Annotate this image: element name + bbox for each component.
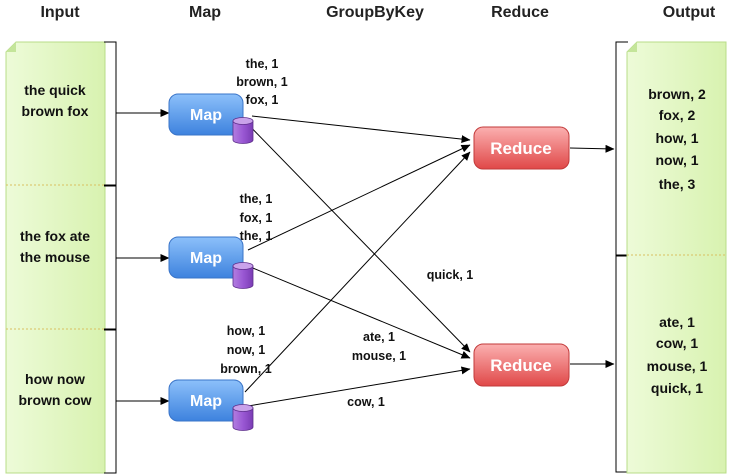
map-box-2-label: Map bbox=[190, 250, 222, 267]
input-document bbox=[5, 41, 106, 474]
output-2-line-2: cow, 1 bbox=[656, 335, 698, 351]
map2-kv-2: fox, 1 bbox=[240, 211, 273, 225]
arrow-map3-reduce1 bbox=[244, 151, 471, 393]
output-2-line-4: quick, 1 bbox=[651, 380, 703, 396]
header-output: Output bbox=[663, 4, 716, 21]
map1-kv-3: fox, 1 bbox=[246, 93, 279, 107]
map-box-2: Map bbox=[168, 236, 244, 279]
map1-kv-2: brown, 1 bbox=[236, 75, 287, 89]
output-2-line-3: mouse, 1 bbox=[647, 358, 708, 374]
group-label-mouse: mouse, 1 bbox=[352, 349, 406, 363]
map-box-1: Map bbox=[168, 93, 244, 136]
output-2-line-1: ate, 1 bbox=[659, 314, 695, 330]
map-box-3-label: Map bbox=[190, 393, 222, 410]
database-icon bbox=[232, 262, 254, 289]
input-bracket-3 bbox=[104, 329, 117, 474]
input-3-line-2: brown cow bbox=[18, 392, 91, 408]
reduce-box-2: Reduce bbox=[473, 343, 570, 387]
arrow-reduce1-output bbox=[569, 144, 615, 153]
map2-kv-3: the, 1 bbox=[240, 229, 273, 243]
input-bracket-2 bbox=[104, 185, 117, 330]
output-1-line-1: brown, 2 bbox=[648, 86, 706, 102]
output-document bbox=[626, 41, 727, 474]
reduce-box-1-label: Reduce bbox=[490, 139, 551, 158]
output-bracket-2 bbox=[615, 255, 628, 473]
output-bracket-1 bbox=[615, 41, 628, 256]
database-icon bbox=[232, 404, 254, 431]
reduce-box-2-label: Reduce bbox=[490, 356, 551, 375]
output-1-line-4: now, 1 bbox=[655, 152, 698, 168]
map3-kv-2: now, 1 bbox=[227, 343, 265, 357]
header-map: Map bbox=[189, 4, 221, 21]
input-1-line-1: the quick bbox=[24, 82, 86, 98]
output-1-line-5: the, 3 bbox=[659, 176, 696, 192]
input-3-line-1: how now bbox=[25, 371, 85, 387]
input-bracket-1 bbox=[104, 41, 117, 186]
map2-kv-1: the, 1 bbox=[240, 192, 273, 206]
group-label-ate: ate, 1 bbox=[363, 330, 395, 344]
map3-kv-1: how, 1 bbox=[227, 324, 265, 338]
header-groupbykey: GroupByKey bbox=[326, 4, 424, 21]
map-box-3: Map bbox=[168, 379, 244, 422]
reduce-box-1: Reduce bbox=[473, 126, 570, 170]
arrow-map1-reduce1 bbox=[251, 115, 471, 144]
arrow-map2-reduce1 bbox=[247, 144, 471, 251]
group-label-cow: cow, 1 bbox=[347, 395, 385, 409]
group-label-quick: quick, 1 bbox=[427, 268, 474, 282]
arrow-map1-reduce2 bbox=[237, 113, 471, 353]
header-reduce: Reduce bbox=[491, 4, 549, 21]
input-2-line-1: the fox ate bbox=[20, 228, 90, 244]
output-1-line-2: fox, 2 bbox=[659, 107, 696, 123]
arrow-map3-reduce2 bbox=[247, 366, 471, 407]
arrow-map2-reduce2 bbox=[247, 265, 471, 359]
input-1-line-2: brown fox bbox=[22, 103, 89, 119]
database-icon bbox=[232, 117, 254, 144]
header-input: Input bbox=[40, 4, 80, 21]
map1-kv-1: the, 1 bbox=[246, 57, 279, 71]
map-box-1-label: Map bbox=[190, 107, 222, 124]
input-2-line-2: the mouse bbox=[20, 249, 90, 265]
output-1-line-3: how, 1 bbox=[655, 130, 698, 146]
map3-kv-3: brown, 1 bbox=[220, 362, 271, 376]
